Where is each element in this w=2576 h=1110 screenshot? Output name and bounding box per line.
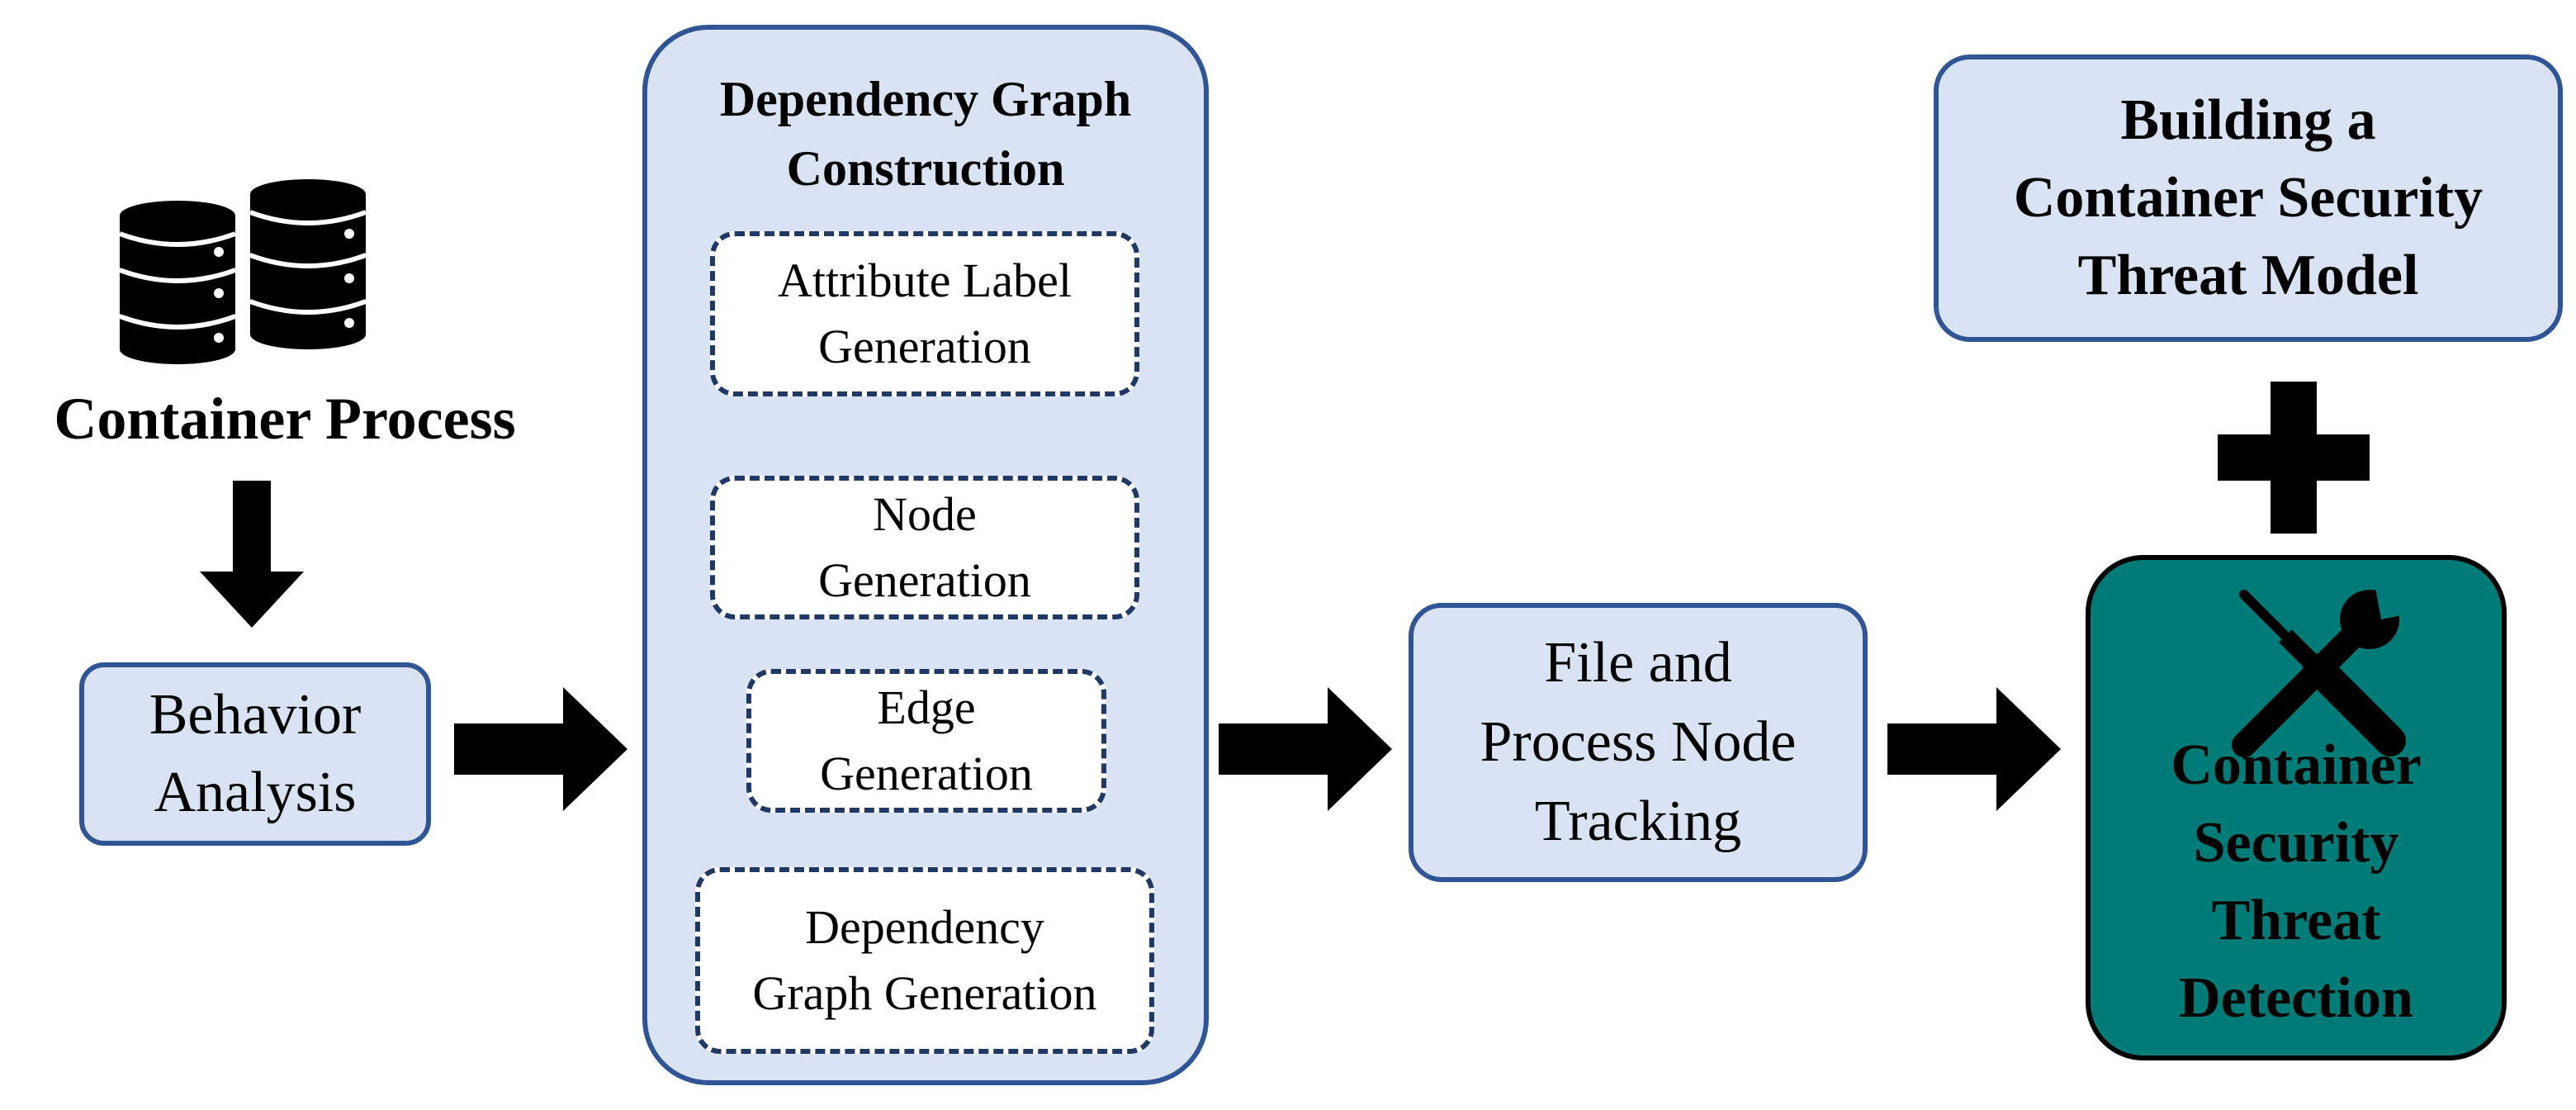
- attribute-label-generation-box: Attribute Label Generation: [710, 231, 1139, 396]
- threat-model-line-2: Container Security: [2013, 166, 2484, 230]
- threat-detection-line-2: Security: [2193, 811, 2399, 875]
- behavior-analysis-line-2: Analysis: [154, 761, 357, 824]
- database-icon-front: [118, 201, 237, 364]
- edge-generation-box: Edge Generation: [746, 669, 1106, 813]
- threat-detection-line-4: Detection: [2179, 966, 2413, 1030]
- tracking-line-1: File and: [1544, 631, 1732, 695]
- step-3-line-2: Generation: [820, 747, 1033, 800]
- tools-icon: [2232, 583, 2406, 757]
- dependency-graph-generation-box: Dependency Graph Generation: [695, 867, 1154, 1054]
- arrow-down-icon: [200, 481, 304, 628]
- wrench-icon: [2232, 583, 2406, 757]
- step-4-line-1: Dependency: [805, 900, 1044, 954]
- step-2-line-1: Node: [873, 487, 977, 541]
- file-process-node-tracking-box: File and Process Node Tracking: [1409, 603, 1868, 882]
- step-1-line-1: Attribute Label: [778, 254, 1072, 307]
- threat-model-line-1: Building a: [2120, 88, 2376, 152]
- dependency-graph-title: Dependency Graph Construction: [642, 64, 1209, 203]
- arrow-right-icon-1: [454, 687, 627, 811]
- dependency-graph-title-line-2: Construction: [786, 141, 1065, 196]
- database-icon-back: [249, 179, 367, 349]
- tracking-line-2: Process Node: [1480, 710, 1797, 774]
- step-1-line-2: Generation: [818, 320, 1031, 373]
- tracking-line-3: Tracking: [1534, 790, 1742, 853]
- behavior-analysis-box: Behavior Analysis: [79, 662, 431, 846]
- step-2-line-2: Generation: [818, 553, 1031, 607]
- dependency-graph-title-line-1: Dependency Graph: [719, 72, 1132, 126]
- arrow-right-icon-3: [1887, 687, 2061, 811]
- node-generation-box: Node Generation: [710, 476, 1139, 619]
- behavior-analysis-line-1: Behavior: [149, 683, 362, 747]
- step-4-line-2: Graph Generation: [752, 966, 1097, 1020]
- threat-model-line-3: Threat Model: [2077, 244, 2419, 307]
- container-process-label: Container Process: [54, 386, 516, 452]
- threat-model-box: Building a Container Security Threat Mod…: [1934, 55, 2563, 342]
- arrow-right-icon-2: [1219, 687, 1392, 811]
- database-icon: [118, 179, 367, 364]
- threat-detection-line-3: Threat: [2211, 889, 2381, 952]
- plus-icon: [2218, 382, 2370, 534]
- step-3-line-1: Edge: [877, 681, 976, 734]
